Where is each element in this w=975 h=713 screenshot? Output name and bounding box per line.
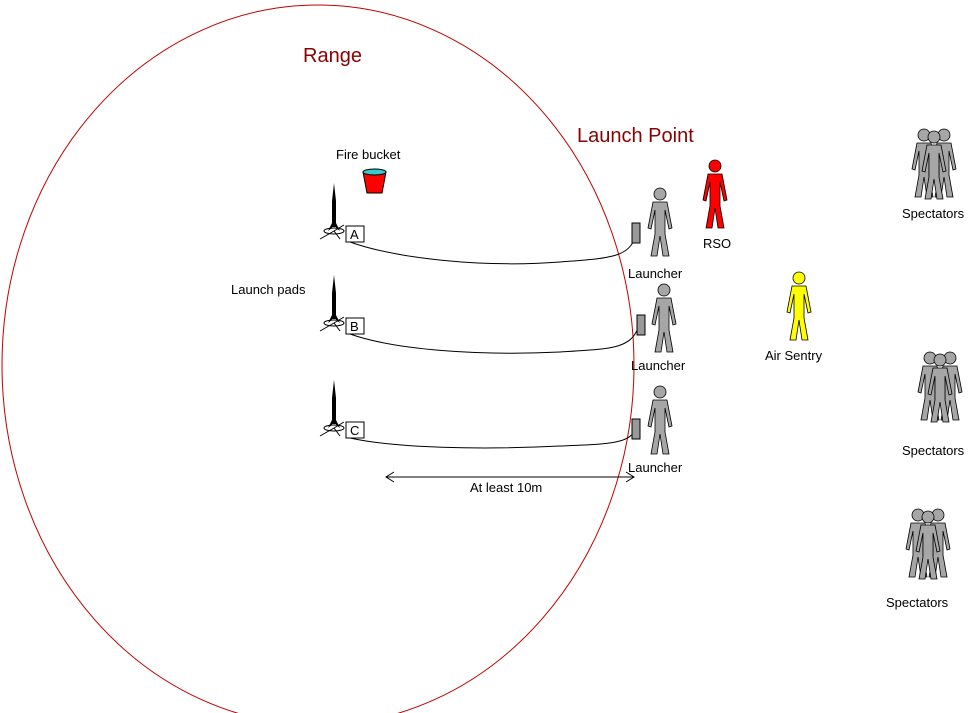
spectators-group-icon [906,509,950,579]
ignition-wire [349,427,637,449]
launcher-label-1: Launcher [628,266,683,281]
air-sentry-label: Air Sentry [765,348,823,363]
spectators-group-icon [918,352,962,422]
spectators-label-3: Spectators [886,595,949,610]
launcher-label-2: Launcher [631,358,686,373]
range-boundary [1,4,635,713]
ignition-wire [349,327,639,354]
range-label: Range [303,45,362,67]
air-sentry-person-icon [786,271,812,341]
launch-controller-icon [636,314,646,336]
rocket-icon [319,182,345,240]
launcher-person-icon [647,385,673,455]
launch-pads-label: Launch pads [231,282,306,297]
distance-arrow [385,471,635,483]
fire-bucket-label: Fire bucket [336,147,401,162]
spectators-group-icon [912,129,956,199]
pad-a-label: A [350,227,359,242]
launcher-label-3: Launcher [628,460,683,475]
launch-controller-icon [631,222,641,244]
rso-label: RSO [703,236,731,251]
launch-point-label: Launch Point [577,125,694,147]
fire-bucket-icon [362,168,387,194]
launch-pad-c: C [319,379,641,449]
distance-label: At least 10m [470,480,542,495]
launcher-person-icon [647,187,673,257]
pad-c-label: C [350,423,359,438]
rocket-icon [319,274,345,332]
spectators-label-2: Spectators [902,443,965,458]
rso-person-icon [702,159,728,229]
launch-pad-b: B [319,274,646,354]
launcher-person-icon [651,283,677,353]
launch-controller-icon [631,418,641,440]
rocket-icon [319,379,345,437]
launch-pad-a: A [319,182,641,265]
spectators-label-1: Spectators [902,206,965,221]
pad-b-label: B [350,319,359,334]
ignition-wire [349,235,637,265]
